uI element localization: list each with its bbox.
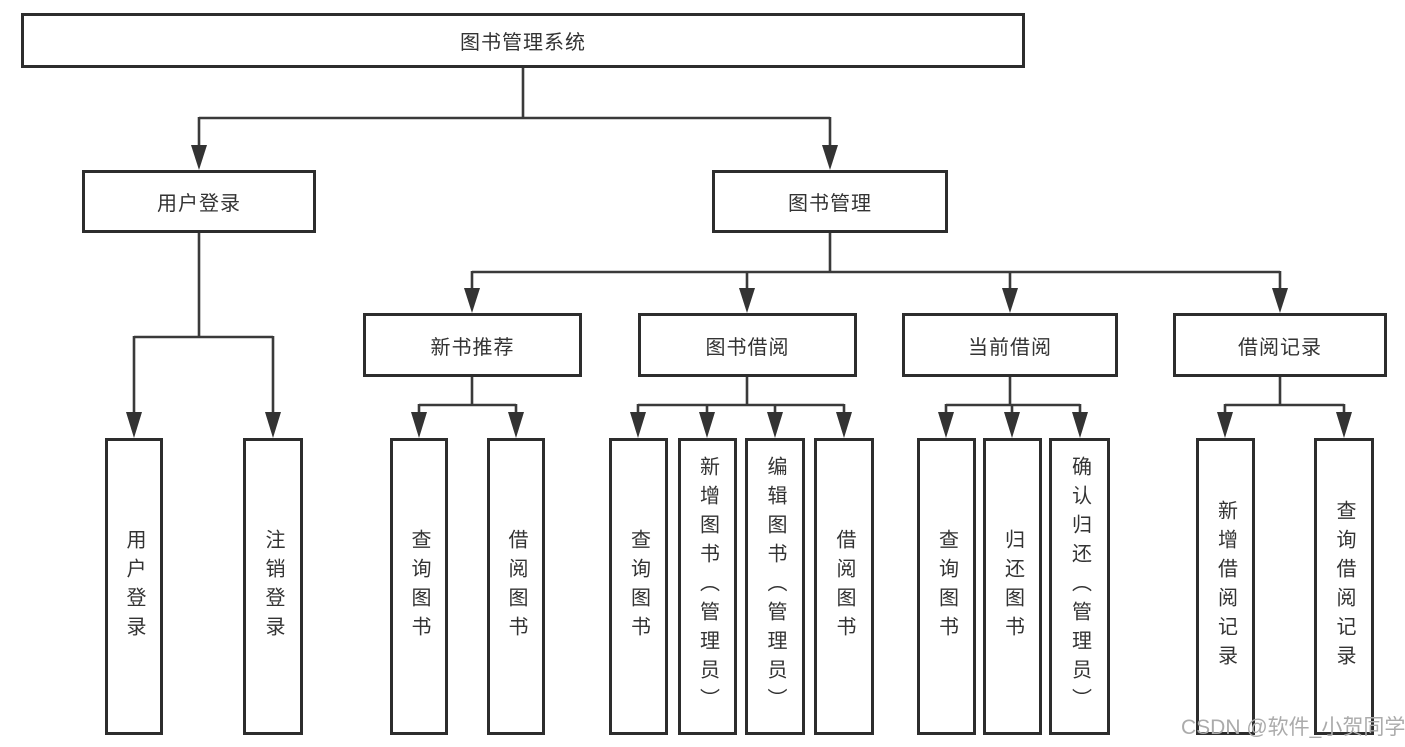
- watermark: CSDN @软件_小贺同学: [1181, 716, 1405, 739]
- node-book-management: 图书管理: [712, 170, 948, 233]
- link-book-borrowing-to-leaves: [636, 377, 846, 415]
- arrowhead: [767, 412, 783, 438]
- arrowhead: [464, 288, 480, 313]
- leaf-add-borrow-record: 新增借阅记录: [1196, 438, 1255, 735]
- node-library-management-system: 图书管理系统: [21, 13, 1025, 68]
- node-borrow-records: 借阅记录: [1173, 313, 1387, 377]
- leaf-borrow-books-recommend: 借阅图书: [487, 438, 545, 735]
- arrowhead: [699, 412, 715, 438]
- leaf-return-books: 归还图书: [983, 438, 1042, 735]
- leaf-query-books-current: 查询图书: [917, 438, 976, 735]
- node-user-login: 用户登录: [82, 170, 316, 233]
- leaf-user-login: 用户登录: [105, 438, 163, 735]
- arrowhead: [1002, 288, 1018, 313]
- arrowhead: [1072, 412, 1088, 438]
- leaf-query-books-recommend: 查询图书: [390, 438, 448, 735]
- link-borrow-records-to-leaves: [1223, 377, 1346, 415]
- connector-paths: [132, 68, 1346, 415]
- arrowhead: [508, 412, 524, 438]
- arrowhead: [630, 412, 646, 438]
- link-user-login-to-leaves: [132, 233, 275, 415]
- link-new-book-to-leaves: [417, 377, 518, 415]
- leaf-confirm-return-admin: 确认归还（管理员）: [1049, 438, 1110, 735]
- node-current-borrowing: 当前借阅: [902, 313, 1118, 377]
- arrowhead: [1004, 412, 1020, 438]
- arrowhead: [836, 412, 852, 438]
- arrowhead: [739, 288, 755, 313]
- leaf-borrow-books-borrowing: 借阅图书: [814, 438, 874, 735]
- arrowhead: [938, 412, 954, 438]
- link-root-to-level2: [197, 68, 832, 148]
- node-new-book-recommendation: 新书推荐: [363, 313, 582, 377]
- leaf-add-books-admin: 新增图书（管理员）: [678, 438, 737, 735]
- arrowhead: [1336, 412, 1352, 438]
- arrowhead: [265, 412, 281, 438]
- leaf-query-books-borrowing: 查询图书: [609, 438, 668, 735]
- arrowhead: [1217, 412, 1233, 438]
- link-book-management-to-level3: [470, 233, 1282, 291]
- arrowhead: [822, 145, 838, 170]
- arrowhead: [191, 145, 207, 170]
- arrowhead: [126, 412, 142, 438]
- leaf-query-borrow-record: 查询借阅记录: [1314, 438, 1374, 735]
- leaf-logout: 注销登录: [243, 438, 303, 735]
- arrowhead: [411, 412, 427, 438]
- link-current-borrowing-to-leaves: [944, 377, 1082, 415]
- leaf-edit-books-admin: 编辑图书（管理员）: [745, 438, 805, 735]
- node-book-borrowing: 图书借阅: [638, 313, 857, 377]
- arrowheads: [126, 145, 1352, 438]
- arrowhead: [1272, 288, 1288, 313]
